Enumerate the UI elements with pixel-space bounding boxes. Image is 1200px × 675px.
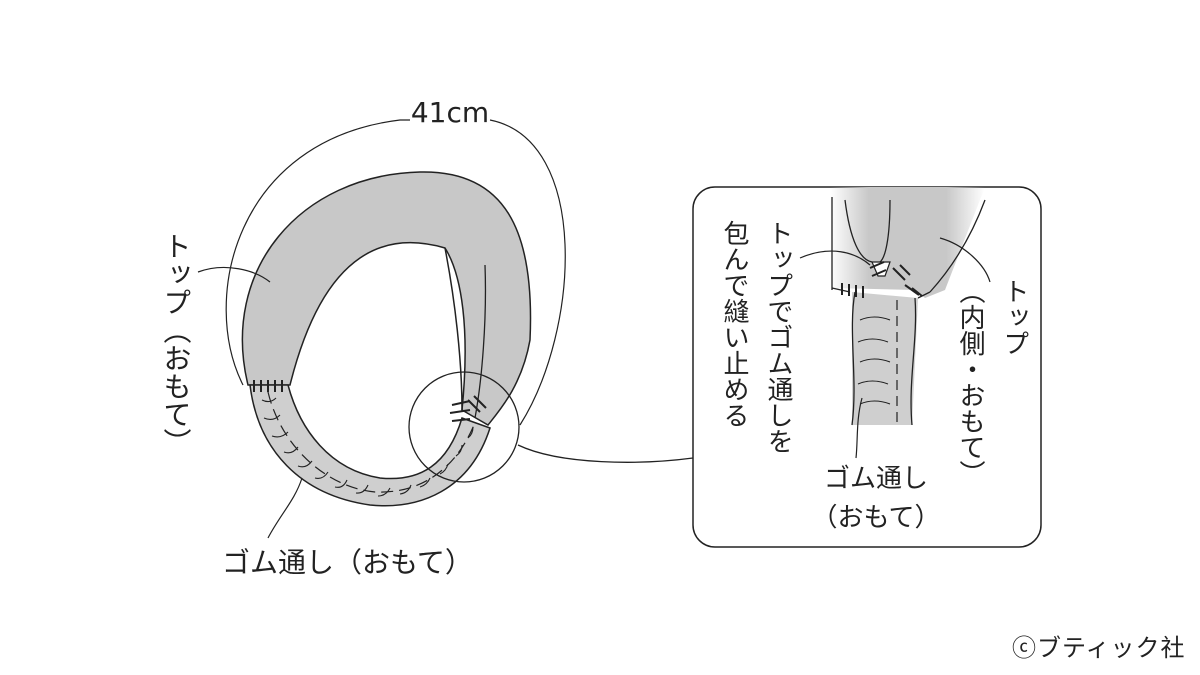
detail-magnifier-circle (408, 371, 520, 483)
detail-gom-outline (851, 291, 917, 426)
detail-gom-leader (855, 397, 863, 459)
detail-top-label-2: （内側・おもて） (955, 278, 985, 486)
detail-gom-tube (852, 292, 918, 425)
magnifier-leader-line (517, 444, 694, 463)
detail-stitches (841, 261, 923, 298)
gom-stitch-line (267, 391, 475, 493)
left-gom-label: ゴム通し（おもて） (222, 546, 473, 579)
headband-illustration (197, 119, 694, 539)
detail-top-outline (831, 197, 986, 293)
detail-gom-label-1: ゴム通し (824, 464, 928, 494)
detail-sew-label-2: 包んで縫い止める (719, 220, 749, 428)
gom-tube (249, 384, 491, 507)
measure-label: 41cm (411, 96, 489, 129)
detail-gom-gathers (857, 316, 891, 405)
detail-sew-leader (799, 250, 871, 266)
left-top-label: トップ（おもて） (160, 232, 193, 456)
measure-arc (225, 119, 566, 426)
top-fold-line (444, 247, 463, 411)
detail-sew-label-1: トップでゴム通しを (763, 220, 793, 454)
detail-top-leader (939, 237, 991, 283)
left-join-stitches (253, 380, 283, 392)
top-leader-line (197, 266, 271, 283)
detail-box (692, 186, 1042, 548)
detail-top-label-1: トップ (999, 278, 1029, 356)
detail-top-fabric (830, 187, 985, 298)
right-join-stitches (449, 395, 487, 422)
top-fabric (241, 171, 532, 426)
gom-gathers (261, 397, 474, 497)
copyright-notice: ⓒブティック社 (1012, 634, 1186, 662)
gom-leader-line (267, 477, 303, 539)
top-fold-line-2 (474, 264, 487, 419)
detail-gom-label-2: （おもて） (812, 503, 941, 533)
